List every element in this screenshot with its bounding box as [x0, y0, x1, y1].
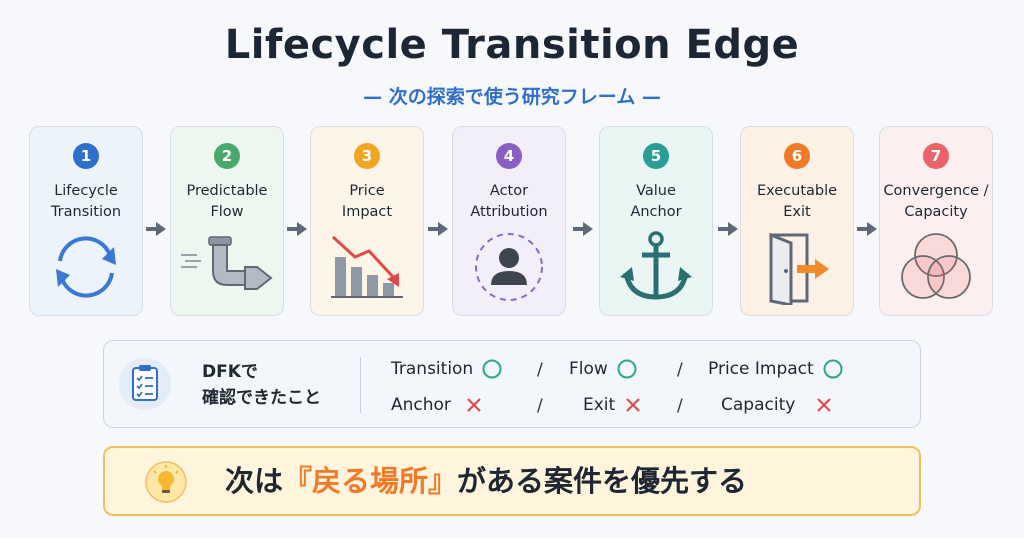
cross-mark-icon [815, 396, 833, 414]
step-number-badge: 3 [354, 143, 380, 169]
result-flow: Flow [569, 359, 637, 379]
separator: / [677, 396, 683, 416]
lightbulb-icon [145, 461, 187, 507]
result-anchor: Anchor [391, 395, 483, 415]
cross-mark-icon [624, 396, 642, 414]
cross-mark-icon [465, 396, 483, 414]
highlight-phrase: 『戻る場所』 [283, 464, 458, 498]
result-transition: Transition [391, 359, 502, 379]
confirmation-panel: DFKで 確認できたこと Transition / Flow / Price I… [103, 340, 921, 428]
person-icon [471, 231, 547, 307]
step-label: Convergence /Capacity [883, 183, 989, 220]
venn-circles-icon [894, 231, 978, 309]
flow-arrow-icon [857, 222, 877, 236]
page-subtitle: — 次の探索で使う研究フレーム — [363, 86, 661, 108]
page-title: Lifecycle Transition Edge [224, 22, 800, 68]
result-capacity: Capacity [721, 395, 833, 415]
next-action-banner: 次は『戻る場所』がある案件を優先する [103, 446, 921, 516]
check-circle-icon [823, 359, 843, 379]
declining-bar-chart-icon [325, 231, 409, 307]
step-number-badge: 4 [496, 143, 522, 169]
result-price-impact: Price Impact [708, 359, 843, 379]
step-card-7: 7 Convergence /Capacity [879, 126, 993, 316]
separator: / [537, 360, 543, 380]
step-number-badge: 1 [73, 143, 99, 169]
separator: / [537, 396, 543, 416]
check-circle-icon [617, 359, 637, 379]
flow-arrow-icon [287, 222, 307, 236]
separator: / [677, 360, 683, 380]
flow-arrow-icon [428, 222, 448, 236]
result-exit: Exit [583, 395, 642, 415]
step-number-badge: 5 [643, 143, 669, 169]
cycle-arrows-icon [48, 231, 124, 307]
step-number-badge: 6 [784, 143, 810, 169]
pipe-flow-icon [179, 231, 275, 307]
panel-divider [360, 357, 361, 413]
step-number-badge: 7 [923, 143, 949, 169]
clipboard-checklist-icon [118, 357, 172, 415]
flow-arrow-icon [573, 222, 593, 236]
step-number-badge: 2 [214, 143, 240, 169]
next-action-text: 次は『戻る場所』がある案件を優先する [225, 464, 748, 498]
check-circle-icon [482, 359, 502, 379]
flow-arrow-icon [146, 222, 166, 236]
exit-door-icon [759, 231, 835, 309]
anchor-icon [618, 231, 694, 309]
confirmation-title: DFKで 確認できたこと [202, 362, 321, 408]
flow-arrow-icon [718, 222, 738, 236]
